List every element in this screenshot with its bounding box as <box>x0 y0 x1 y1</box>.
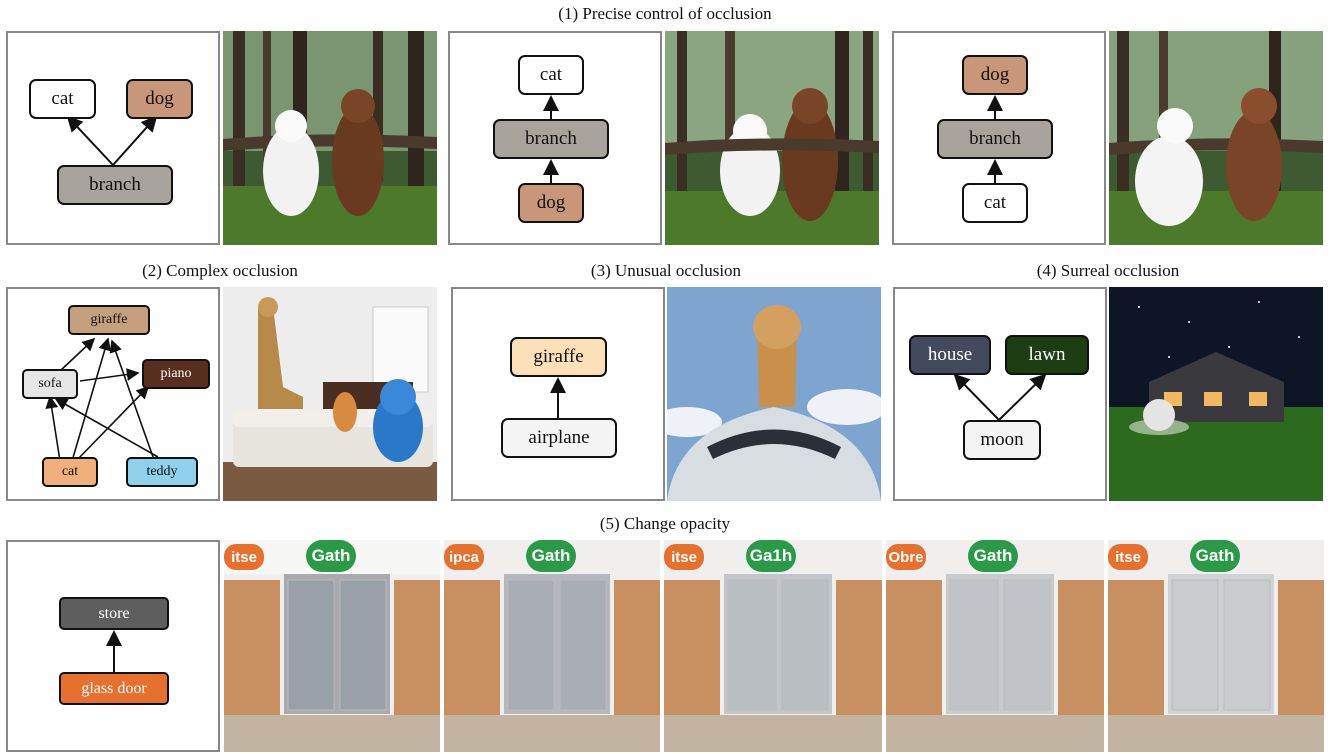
graph-edges-1c <box>987 95 1003 183</box>
image-giraffe-room <box>223 287 437 501</box>
image-store-door-1: itse Gath <box>224 540 440 752</box>
node-airplane: airplane <box>501 418 617 458</box>
store-sign-center: Gath <box>526 540 576 572</box>
image-moon-house-lawn <box>1109 287 1323 501</box>
store-sign-center: Gath <box>1190 540 1240 572</box>
graph-edges-1b <box>543 95 559 183</box>
store-sign-center: Ga1h <box>746 540 796 572</box>
node-dog: dog <box>126 79 193 119</box>
graph-panel-surreal: house lawn moon <box>893 287 1107 501</box>
node-dog: dog <box>518 183 584 223</box>
graph-panel-1b: cat branch dog <box>448 31 662 245</box>
graph-panel-1c: dog branch cat <box>892 31 1106 245</box>
node-store: store <box>59 597 169 630</box>
node-branch: branch <box>493 119 609 159</box>
graph-panel-complex: giraffe sofa piano cat teddy <box>6 287 220 501</box>
graph-edges-surreal <box>953 373 1047 421</box>
image-cat-dog-branch-2 <box>665 31 879 245</box>
image-store-door-4: Obre Gath <box>886 540 1104 752</box>
store-sign-left: ipca <box>444 544 484 570</box>
node-branch: branch <box>57 165 173 205</box>
graph-edges-1a <box>66 115 158 166</box>
title-complex-occlusion: (2) Complex occlusion <box>142 261 298 280</box>
graph-edges-complex <box>45 337 159 462</box>
node-giraffe: giraffe <box>510 337 607 377</box>
node-cat: cat <box>962 183 1028 223</box>
graph-panel-unusual: giraffe airplane <box>451 287 665 501</box>
node-lawn: lawn <box>1005 335 1089 375</box>
node-sofa: sofa <box>22 369 78 399</box>
title-precise-occlusion: (1) Precise control of occlusion <box>558 4 772 23</box>
node-cat: cat <box>518 55 584 95</box>
image-store-door-2: ipca Gath <box>444 540 660 752</box>
node-giraffe: giraffe <box>68 305 150 335</box>
store-sign-center: Gath <box>968 540 1018 572</box>
title-surreal-occlusion: (4) Surreal occlusion <box>1036 261 1180 280</box>
image-cat-dog-branch-3 <box>1109 31 1323 245</box>
store-sign-left: itse <box>1108 544 1148 570</box>
node-house: house <box>909 335 991 375</box>
node-glass-door: glass door <box>59 672 169 705</box>
graph-panel-opacity: store glass door <box>6 540 220 752</box>
node-branch: branch <box>937 119 1053 159</box>
image-store-door-5: itse Gath <box>1108 540 1324 752</box>
image-giraffe-airplane <box>667 287 881 501</box>
store-sign-left: Obre <box>886 544 926 570</box>
store-sign-center: Gath <box>306 540 356 572</box>
title-unusual-occlusion: (3) Unusual occlusion <box>590 261 742 280</box>
graph-panel-1a: cat dog branch <box>6 31 220 245</box>
node-teddy: teddy <box>126 457 198 487</box>
graph-edges-unusual <box>550 377 566 418</box>
node-cat: cat <box>29 79 96 119</box>
node-dog: dog <box>962 55 1028 95</box>
store-sign-left: itse <box>664 544 704 570</box>
title-change-opacity: (5) Change opacity <box>599 514 731 533</box>
node-cat: cat <box>42 457 98 487</box>
image-cat-dog-branch-1 <box>223 31 437 245</box>
store-sign-left: itse <box>224 544 264 570</box>
node-piano: piano <box>142 359 210 389</box>
image-store-door-3: itse Ga1h <box>664 540 882 752</box>
node-moon: moon <box>963 420 1041 460</box>
graph-edges-opacity <box>106 630 122 672</box>
